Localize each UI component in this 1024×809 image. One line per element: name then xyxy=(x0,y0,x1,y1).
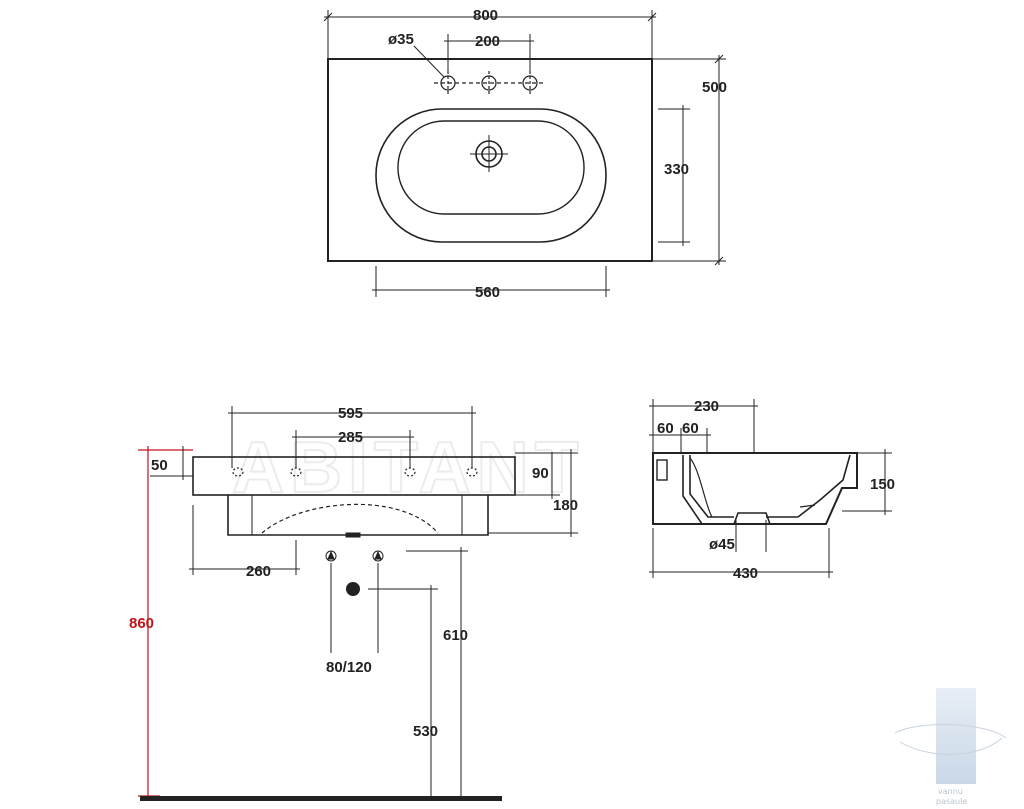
tap-holes-top xyxy=(434,71,544,96)
label-150: 150 xyxy=(870,476,895,493)
bowl-outer xyxy=(375,108,607,243)
label-860: 860 xyxy=(129,615,154,632)
floor-line xyxy=(140,796,502,801)
bowl-inner xyxy=(397,120,585,215)
dim-180 xyxy=(488,449,578,537)
label-35: ø35 xyxy=(388,31,414,48)
label-180: 180 xyxy=(553,497,578,514)
label-200: 200 xyxy=(475,33,500,50)
label-60-a: 60 xyxy=(657,420,674,437)
label-560: 560 xyxy=(475,284,500,301)
label-50: 50 xyxy=(151,457,168,474)
side-inner xyxy=(689,457,816,518)
dim-60-60 xyxy=(649,428,711,453)
side-rim-detail xyxy=(656,459,668,481)
dim-610 xyxy=(406,547,468,796)
drain-top xyxy=(470,135,508,172)
logo-line2: pasaule xyxy=(936,797,967,806)
label-500: 500 xyxy=(702,79,727,96)
dim-230 xyxy=(649,399,758,453)
dim-430 xyxy=(649,528,833,578)
side-view-labels: 230 60 60 150 ø45 430 xyxy=(657,398,895,582)
label-90: 90 xyxy=(532,465,549,482)
label-80-120: 80/120 xyxy=(326,659,372,676)
label-260: 260 xyxy=(246,563,271,580)
front-bowl-dashed xyxy=(261,503,439,534)
top-view-labels: 800 ø35 200 500 330 560 xyxy=(388,7,727,301)
label-610: 610 xyxy=(443,627,468,644)
dim-90 xyxy=(478,452,560,499)
label-230: 230 xyxy=(694,398,719,415)
dim-45 xyxy=(735,520,767,552)
dim-595 xyxy=(228,406,476,468)
label-430: 430 xyxy=(733,565,758,582)
label-60-b: 60 xyxy=(682,420,699,437)
dim-500 xyxy=(652,54,726,266)
waste-point xyxy=(346,582,360,596)
label-595: 595 xyxy=(338,405,363,422)
dim-150 xyxy=(842,449,892,515)
dim-260 xyxy=(189,505,300,575)
front-drain xyxy=(345,532,361,538)
dim-285 xyxy=(292,430,414,468)
label-285: 285 xyxy=(338,429,363,446)
dim-80-120 xyxy=(330,563,379,653)
logo-line1: vannu xyxy=(938,787,963,796)
label-330: 330 xyxy=(664,161,689,178)
label-45: ø45 xyxy=(709,536,735,553)
dim-530 xyxy=(368,585,438,796)
dim-800 xyxy=(323,10,657,59)
basin-outline-top xyxy=(327,58,653,262)
dim-560 xyxy=(372,266,610,297)
label-800: 800 xyxy=(473,7,498,24)
dim-200 xyxy=(444,34,534,72)
label-530: 530 xyxy=(413,723,438,740)
side-view xyxy=(649,399,892,578)
top-view xyxy=(323,10,726,297)
dim-50 xyxy=(150,446,193,480)
dim-330 xyxy=(658,105,690,246)
leader-35 xyxy=(413,45,445,78)
front-view xyxy=(138,406,578,801)
brand-logo: vannu pasaule xyxy=(894,688,1007,806)
side-bowl-section xyxy=(682,454,851,525)
front-view-labels: 595 285 860 50 90 180 260 80/120 610 530 xyxy=(129,405,578,740)
supply-markers xyxy=(325,550,384,562)
